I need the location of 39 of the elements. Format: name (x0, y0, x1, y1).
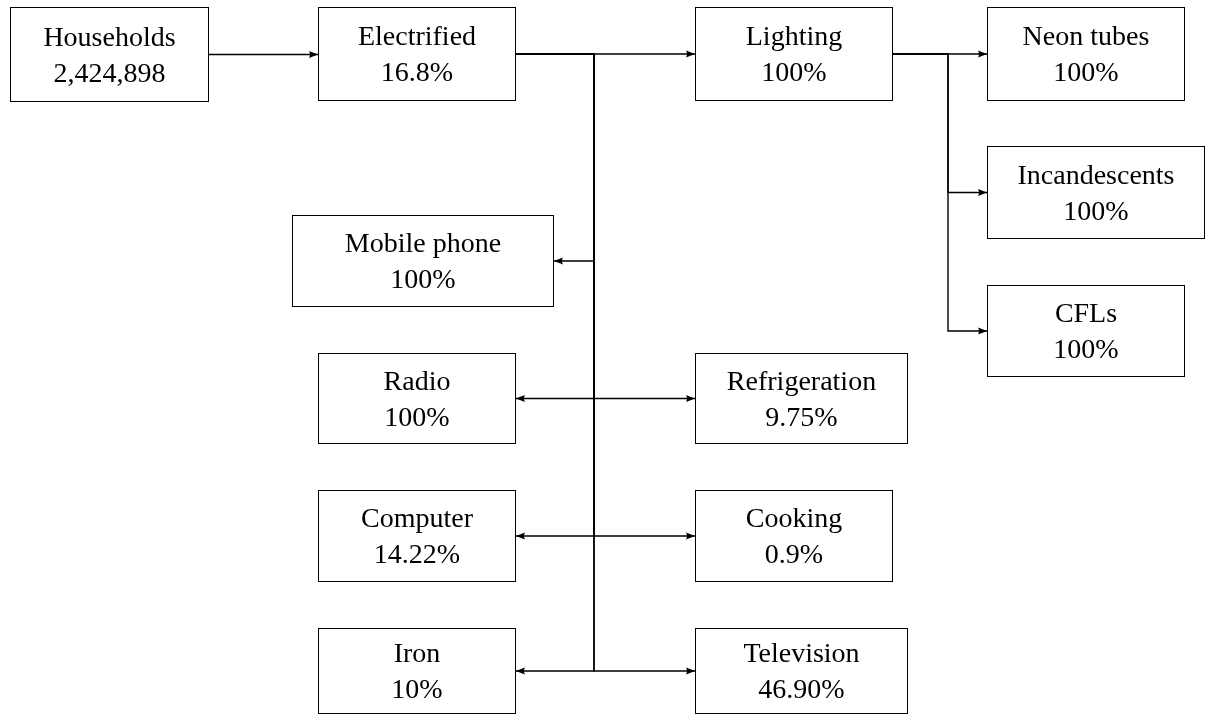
process-box (318, 490, 516, 582)
process-box (318, 7, 516, 101)
node-value: 46.90% (758, 672, 845, 706)
process-box (695, 628, 908, 714)
node-value: 100% (761, 55, 827, 89)
node-title: Refrigeration (726, 363, 877, 398)
node-title: Electrified (357, 19, 477, 53)
node-title: Iron (393, 636, 441, 670)
process-box (318, 353, 516, 444)
node-value: 16.8% (380, 55, 454, 89)
process-box (318, 628, 516, 714)
node-value: 100% (1053, 55, 1119, 89)
node-title: Households (43, 19, 176, 54)
node-title: Radio (383, 363, 451, 398)
process-box (987, 7, 1185, 101)
process-box (987, 146, 1205, 239)
process-box (695, 353, 908, 444)
node-title: Incandescents (1017, 157, 1175, 192)
node-title: Lighting (745, 19, 843, 53)
process-box (695, 490, 893, 582)
process-box (10, 7, 209, 102)
node-value: 100% (1063, 193, 1129, 228)
node-value: 2,424,898 (53, 55, 166, 90)
node-value: 100% (390, 262, 456, 296)
process-box (987, 285, 1185, 377)
node-value: 100% (1053, 332, 1119, 366)
node-title: Neon tubes (1022, 19, 1150, 53)
node-value: 100% (384, 399, 450, 434)
node-title: Computer (361, 501, 473, 535)
node-value: 14.22% (373, 537, 461, 571)
node-title: Television (743, 636, 860, 670)
node-title: Cooking (745, 501, 843, 535)
process-box (292, 215, 554, 307)
node-title: CFLs (1054, 296, 1118, 330)
node-value: 0.9% (764, 537, 824, 571)
node-title: Mobile phone (344, 226, 502, 260)
process-box (695, 7, 893, 101)
node-value: 10% (391, 672, 443, 706)
node-value: 9.75% (765, 399, 838, 434)
